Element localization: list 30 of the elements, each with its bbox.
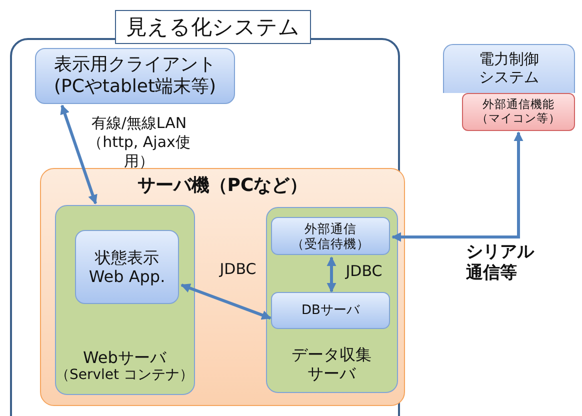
server-machine-panel <box>40 168 405 406</box>
panel-title: サーバ機（PCなど） <box>136 175 309 197</box>
data-collection-panel <box>266 206 398 392</box>
panel-title: データ収集サーバ <box>290 345 372 384</box>
process-box <box>271 217 390 255</box>
edge-label: 有線/無線LAN（http, Ajax使用） <box>86 114 192 170</box>
web-server-panel <box>54 204 194 394</box>
arrow <box>60 104 98 204</box>
box-label: 状態表示 Web App. <box>88 248 166 286</box>
note-label: （受信待機） <box>292 236 370 251</box>
arrow <box>392 132 524 242</box>
arrow <box>326 256 336 292</box>
box-label: 外部通信機能 <box>482 98 554 112</box>
box-label: DBサーバ <box>302 302 360 318</box>
box-label: 外部通信 <box>304 221 356 236</box>
system-box <box>443 44 575 93</box>
system-title: 見える化システム <box>115 10 311 44</box>
edge-label: JDBC <box>218 260 258 279</box>
note-label: （Servlet コンテナ） <box>56 366 194 384</box>
edge-label: JDBC <box>344 262 384 281</box>
arrow <box>180 284 272 320</box>
process-box <box>75 230 179 304</box>
panel-title: 電力制御システム <box>478 50 540 86</box>
client-box <box>35 48 235 104</box>
function-box <box>462 93 575 131</box>
note-label: （マイコン等） <box>476 112 560 126</box>
process-box <box>271 292 390 329</box>
box-label: 表示用クライアント (PCやtablet端末等) <box>52 54 218 98</box>
edge-label: シリアル通信等 <box>466 242 536 284</box>
panel-title: Webサーバ <box>82 348 168 367</box>
